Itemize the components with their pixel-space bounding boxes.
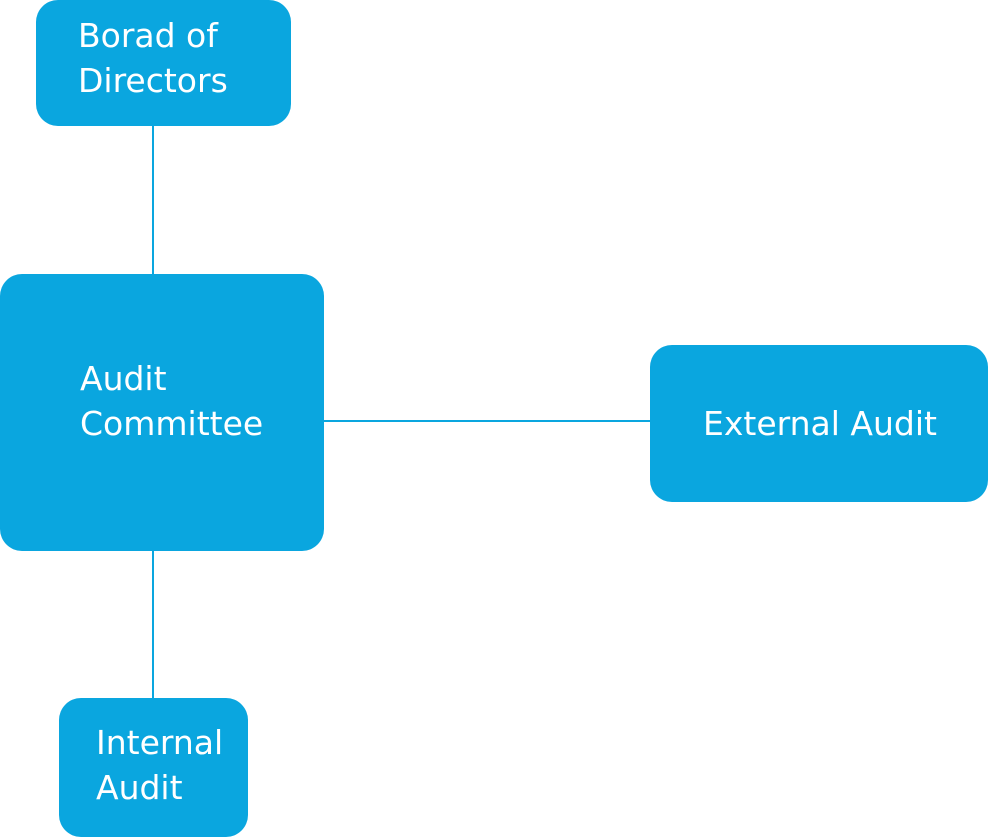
connector-board-to-audit-committee <box>152 126 154 274</box>
node-board-of-directors: Borad of Directors <box>36 0 291 126</box>
node-label-line: Committee <box>80 404 264 443</box>
node-label-line: Audit <box>96 768 183 807</box>
connector-audit-committee-to-internal-audit <box>152 551 154 698</box>
node-label-line: Borad of <box>78 16 218 55</box>
node-audit-committee: Audit Committee <box>0 274 324 551</box>
node-label-line: Audit <box>80 359 167 398</box>
node-label-line: Internal <box>96 723 224 762</box>
connector-audit-committee-to-external-audit <box>324 420 650 422</box>
node-label-line: Directors <box>78 61 228 100</box>
node-external-audit: External Audit <box>650 345 988 502</box>
node-internal-audit: Internal Audit <box>59 698 248 837</box>
node-label-line: External Audit <box>703 404 937 443</box>
